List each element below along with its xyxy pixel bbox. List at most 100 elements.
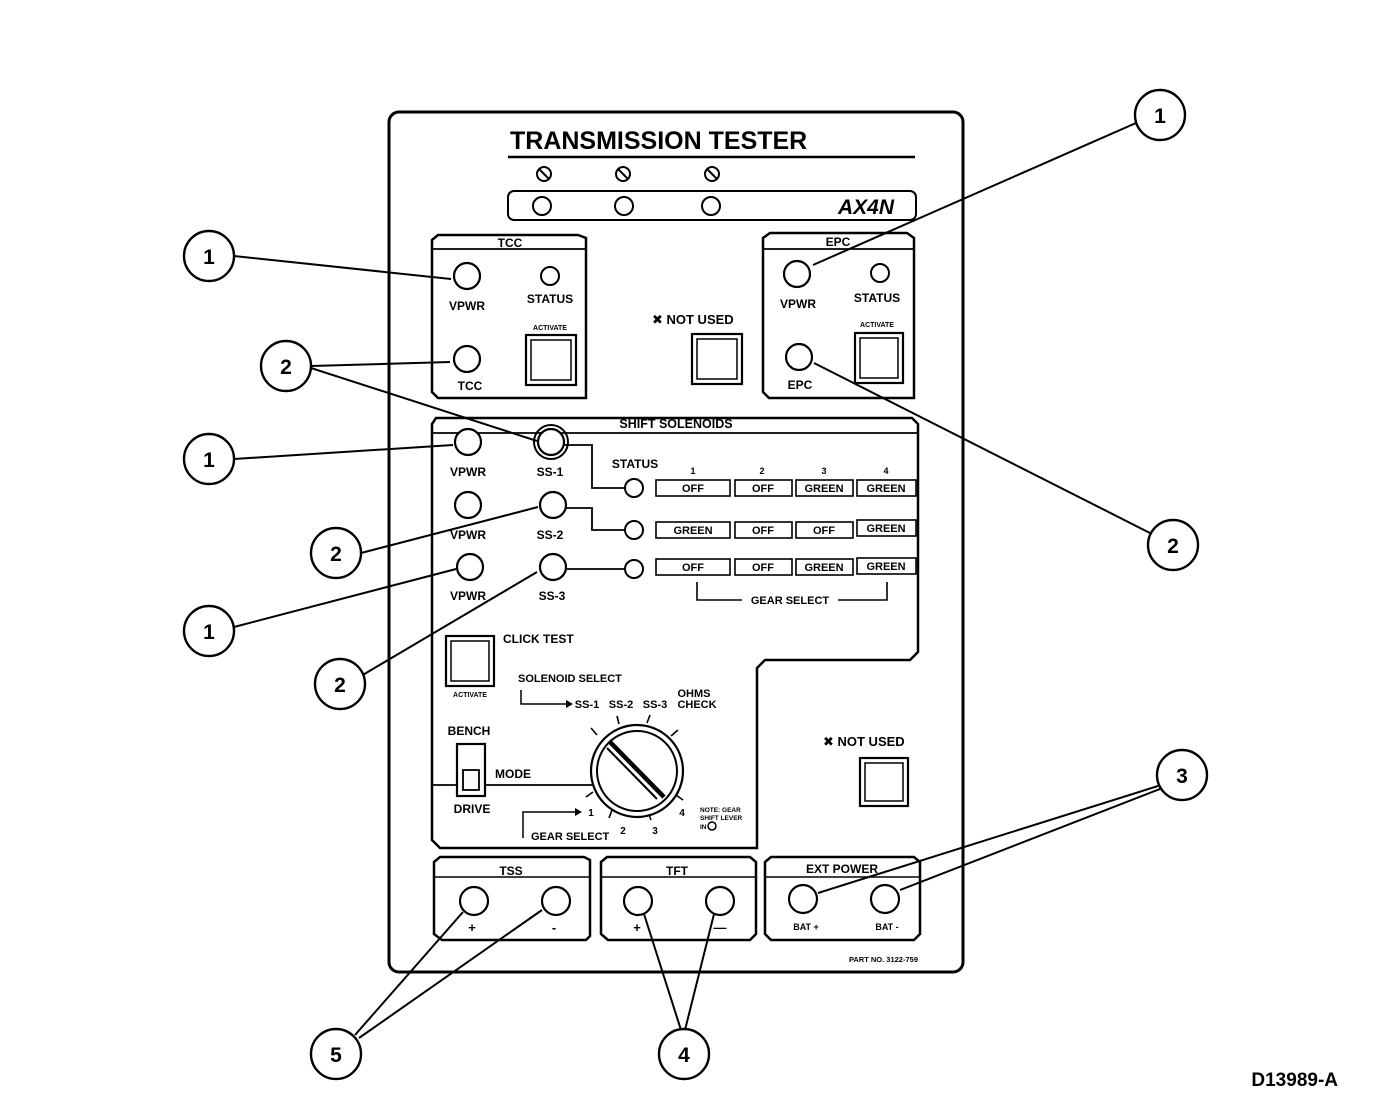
shift-solenoids-title: SHIFT SOLENOIDS [619, 417, 732, 431]
ss1-gear4-value: GREEN [866, 483, 905, 495]
not-used-bottom-button[interactable] [858, 756, 910, 808]
tcc-jack-label: TCC [458, 379, 483, 393]
ss1-jack[interactable] [536, 427, 566, 457]
ss2-gear4-cell [856, 519, 917, 537]
click-test-label: CLICK TEST [503, 632, 574, 646]
tss-plus-jack[interactable] [458, 885, 490, 917]
ss3-gear3-value: GREEN [804, 562, 843, 574]
ss3-gear4-value: GREEN [866, 561, 905, 573]
gear-select-bracket-label: GEAR SELECT [751, 595, 830, 607]
ss3-jack[interactable] [538, 552, 568, 582]
svg-text:1: 1 [1154, 105, 1166, 128]
ss3-label: SS-3 [539, 589, 566, 603]
note-line-3: IN [700, 824, 707, 831]
svg-text:2: 2 [334, 674, 346, 697]
panel-title: TRANSMISSION TESTER [510, 127, 807, 155]
gear-pos-3: 3 [652, 826, 658, 837]
tft-minus-jack[interactable] [704, 885, 736, 917]
top-led-marker-3 [704, 166, 720, 182]
tcc-status-label: STATUS [527, 292, 573, 306]
mode-drive-label: DRIVE [454, 802, 491, 816]
ss3-gear3-cell [795, 558, 854, 576]
top-led-marker-1 [536, 166, 552, 182]
gear-col-3: 3 [821, 466, 826, 476]
callout-4: 4 [657, 1027, 711, 1081]
ss2-gear1-value: GREEN [673, 525, 712, 537]
tcc-jack[interactable] [452, 344, 482, 374]
note-line-2: SHIFT LEVER [700, 815, 743, 822]
ss3-gear1-cell [655, 558, 731, 576]
tcc-vpwr-jack[interactable] [452, 261, 482, 291]
selector-dial-pointer [607, 739, 666, 799]
tss-module: TSS + - [432, 855, 592, 942]
callout-1d: 1 [182, 604, 236, 658]
svg-text:1: 1 [203, 621, 215, 644]
leader-lines [233, 122, 1161, 1039]
mode-label: MODE [495, 767, 531, 781]
callout-1c: 1 [182, 432, 236, 486]
bat-minus-jack[interactable] [869, 883, 901, 915]
callout-2a: 2 [259, 339, 313, 393]
ss3-gear1-value: OFF [682, 562, 704, 574]
bat-plus-label: BAT + [793, 922, 819, 932]
ss2-vpwr-label: VPWR [450, 528, 486, 542]
tss-minus-label: - [552, 920, 556, 935]
ss2-gear2-cell [734, 521, 793, 539]
ss2-gear3-cell [795, 521, 854, 539]
ss1-label: SS-1 [537, 465, 564, 479]
shift-status-header: STATUS [612, 457, 658, 471]
svg-text:2: 2 [330, 543, 342, 566]
tcc-vpwr-label: VPWR [449, 299, 485, 313]
tcc-activate-label: ACTIVATE [533, 325, 567, 332]
led-strip [507, 190, 917, 221]
callout-1b: 1 [182, 229, 236, 283]
epc-jack[interactable] [784, 342, 814, 372]
callout-5: 5 [309, 1027, 363, 1081]
ss3-vpwr-jack[interactable] [455, 552, 485, 582]
svg-text:2: 2 [1167, 535, 1179, 558]
gear-col-2: 2 [759, 466, 764, 476]
ss2-jack[interactable] [538, 490, 568, 520]
gear-col-4: 4 [883, 466, 888, 476]
ext-power-title: EXT POWER [806, 862, 878, 876]
ss1-status-led [624, 478, 644, 498]
solenoid-pos-ss1: SS-1 [575, 699, 599, 711]
ss2-status-led [624, 520, 644, 540]
not-used-top-button[interactable] [690, 332, 744, 386]
epc-status-led [870, 263, 890, 283]
epc-activate-button[interactable] [853, 331, 905, 385]
tcc-title: TCC [498, 236, 523, 250]
epc-activate-label: ACTIVATE [860, 322, 894, 329]
ss1-gear2-cell [734, 479, 793, 497]
tft-plus-jack[interactable] [622, 885, 654, 917]
ss2-label: SS-2 [537, 528, 564, 542]
svg-text:3: 3 [1176, 765, 1188, 788]
epc-jack-label: EPC [788, 378, 813, 392]
top-led-group: AX4N [507, 166, 917, 221]
not-used-top-label: ✖ NOT USED [652, 312, 734, 327]
gear-select-label: GEAR SELECT [531, 831, 610, 843]
ss2-gear1-cell [655, 521, 731, 539]
tcc-module: TCC VPWR STATUS ACTIVATE TCC [430, 233, 588, 400]
epc-module: EPC VPWR STATUS ACTIVATE EPC [761, 231, 916, 400]
click-test-activate-label: ACTIVATE [453, 692, 487, 699]
ss1-gear3-value: GREEN [804, 483, 843, 495]
part-number: PART NO. 3122-759 [849, 955, 918, 964]
note-drive-icon [707, 821, 717, 831]
bat-plus-jack[interactable] [787, 883, 819, 915]
ss1-vpwr-jack[interactable] [453, 427, 483, 457]
ss1-gear1-cell [655, 479, 731, 497]
gear-col-1: 1 [690, 466, 695, 476]
ss2-vpwr-jack[interactable] [453, 490, 483, 520]
epc-title: EPC [826, 235, 851, 249]
shift-solenoids-module: SHIFT SOLENOIDS STATUS 1 2 3 4 VPWR SS-1… [430, 416, 920, 850]
tcc-activate-button[interactable] [524, 333, 578, 387]
tss-minus-jack[interactable] [540, 885, 572, 917]
epc-vpwr-jack[interactable] [782, 259, 812, 289]
solenoid-pos-ss3: SS-3 [643, 699, 667, 711]
ss3-status-led [624, 559, 644, 579]
solenoid-pos-ss2: SS-2 [609, 699, 633, 711]
ss2-gear4-value: GREEN [866, 523, 905, 535]
callout-2c: 2 [309, 526, 363, 580]
click-test-button[interactable] [444, 634, 496, 688]
